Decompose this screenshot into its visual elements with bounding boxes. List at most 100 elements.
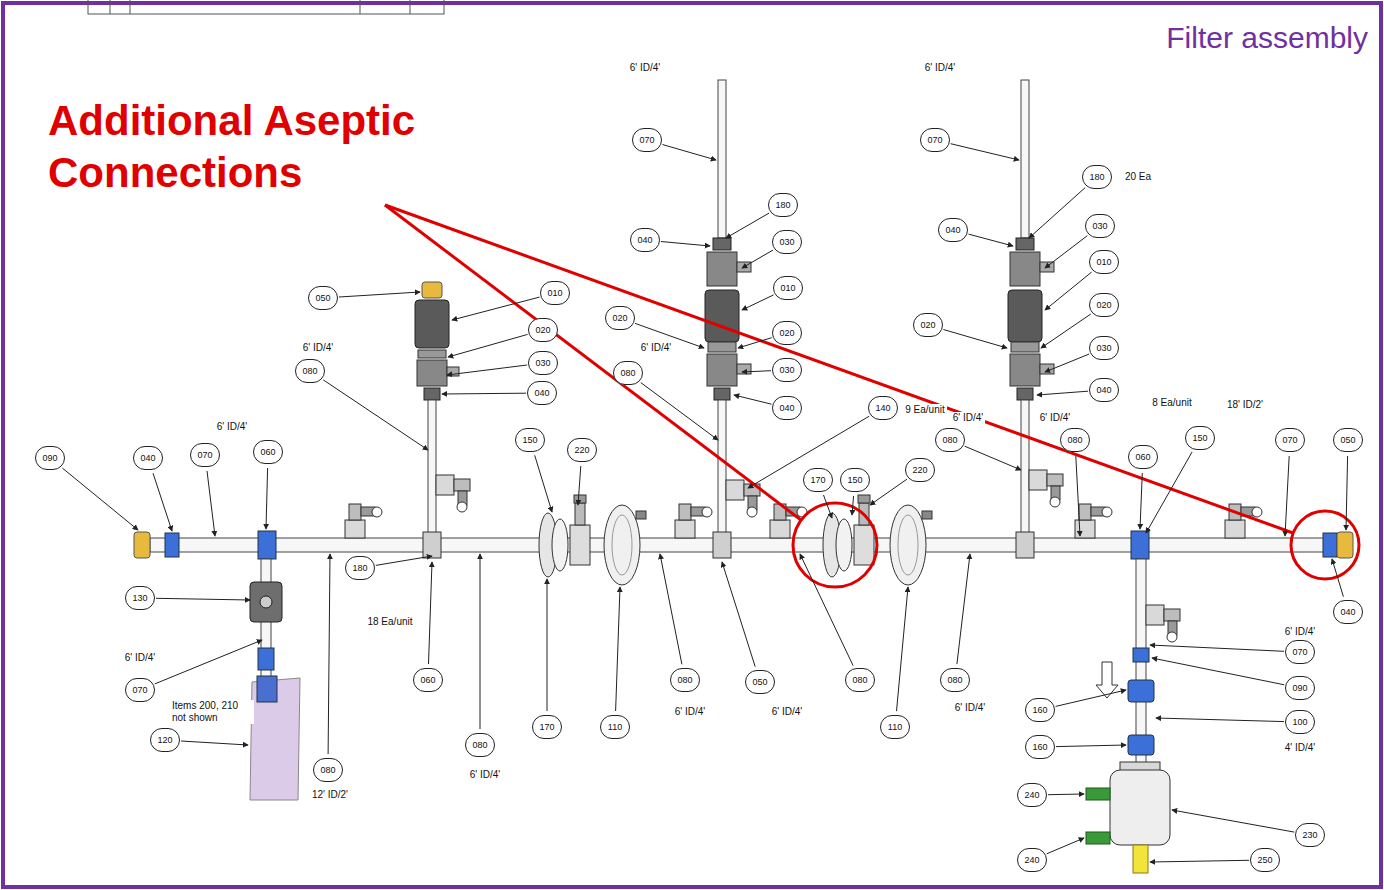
leader-line (742, 371, 771, 372)
callout-number: 020 (1089, 293, 1119, 317)
leader-line (738, 338, 772, 348)
leader-line (1047, 838, 1084, 854)
connectors-and-housings (539, 495, 590, 577)
callout-number: 070 (920, 128, 950, 152)
middle-filter-stack (707, 252, 737, 286)
aseptic-highlight (385, 205, 801, 520)
right-capsule-branch (1133, 845, 1148, 873)
dimension-label: 4' ID/4' (1283, 742, 1318, 754)
leader-line (1152, 658, 1284, 685)
dimension-label: 18 Ea/unit (365, 616, 414, 628)
frame (360, 0, 361, 14)
callout-number: 040 (772, 396, 802, 420)
callout-number: 020 (913, 313, 943, 337)
right-capsule-branch (1086, 832, 1110, 844)
middle-filter-stack (714, 388, 730, 400)
leader-line (1140, 473, 1142, 529)
callout-number: 150 (840, 468, 870, 492)
leader-line (1045, 354, 1089, 372)
leader-line (957, 554, 970, 664)
callout-number: 080 (313, 758, 343, 782)
dimension-label: 18' ID/2' (1225, 399, 1265, 411)
leader-line (800, 554, 853, 666)
right-capsule-branch (1128, 735, 1154, 755)
callout-number: 150 (1185, 426, 1215, 450)
callout-number: 140 (868, 396, 898, 420)
callout-number: 070 (632, 128, 662, 152)
middle-filter-stack (718, 80, 726, 238)
note-text: Items 200, 210 not shown (170, 700, 254, 724)
leader-line (1041, 314, 1091, 348)
dimension-label: 6' ID/4' (953, 702, 988, 714)
dimension-label: 6' ID/4' (639, 342, 674, 354)
callout-number: 060 (253, 440, 283, 464)
left-filter-stack (418, 350, 446, 358)
callout-number: 060 (1128, 445, 1158, 469)
leader-line (1037, 391, 1088, 395)
callout-number: 080 (613, 361, 643, 385)
leader-line (1156, 718, 1284, 722)
callout-number: 180 (345, 556, 375, 580)
middle-filter-stack (708, 342, 736, 352)
callout-number: 110 (880, 715, 910, 739)
leader-line (661, 242, 710, 247)
callout-number: 040 (1333, 600, 1363, 624)
leader-line (965, 446, 1021, 470)
leader-line (943, 330, 1007, 349)
frame (130, 0, 131, 14)
left-filter-stack (415, 282, 470, 558)
leader-line (323, 380, 428, 450)
leader-line (1029, 188, 1085, 238)
right-filter-stack (1010, 354, 1040, 386)
left-filter-stack (415, 300, 449, 348)
right-filter-stack (1017, 388, 1033, 400)
callout-number: 130 (125, 586, 155, 610)
leader-line (181, 741, 248, 745)
middle-filter-stack (718, 400, 726, 538)
leader-line (616, 587, 620, 711)
callout-number: 250 (1250, 848, 1280, 872)
dimension-label: 9 Ea/unit (903, 404, 946, 416)
callout-number: 070 (1275, 428, 1305, 452)
left-filter-stack (424, 388, 440, 400)
leader-line (1285, 456, 1289, 536)
leader-line (726, 213, 769, 238)
leader-line (1056, 745, 1126, 747)
middle-filter-stack (707, 354, 737, 386)
diagram-title: Filter assembly (1166, 20, 1368, 56)
callout-number: 090 (35, 446, 65, 470)
leader-line (452, 297, 540, 320)
leader-line (897, 587, 909, 711)
callout-number: 160 (1025, 698, 1055, 722)
callout-number: 030 (1085, 214, 1115, 238)
main-pipe (1337, 532, 1353, 558)
connectors-and-housings (539, 495, 932, 585)
dimension-label: 6' ID/4' (215, 421, 250, 433)
right-filter-stack (1021, 80, 1029, 238)
callout-number: 070 (190, 443, 220, 467)
leader-line (1076, 456, 1080, 536)
connectors-and-housings (823, 495, 874, 577)
leader-line (339, 292, 420, 297)
right-filter-stack (1011, 342, 1039, 352)
main-pipe (134, 532, 150, 558)
dimension-label: 12' ID/2' (310, 789, 350, 801)
right-filter-stack (1008, 80, 1063, 558)
middle-filter-stack (705, 290, 739, 342)
leader-line (722, 562, 755, 667)
right-capsule-branch (1110, 770, 1170, 845)
left-bag-branch (260, 596, 272, 608)
leader-line (153, 473, 172, 531)
leader-line (480, 554, 481, 729)
leader-line (547, 579, 548, 711)
callout-number: 040 (938, 218, 968, 242)
main-pipe (150, 538, 1335, 552)
callout-number: 030 (1089, 336, 1119, 360)
callout-number: 040 (133, 446, 163, 470)
pipe-valves (675, 504, 712, 538)
dimension-label: 6' ID/4' (468, 769, 503, 781)
callout-number: 150 (515, 428, 545, 452)
left-bag-branch (258, 648, 274, 670)
